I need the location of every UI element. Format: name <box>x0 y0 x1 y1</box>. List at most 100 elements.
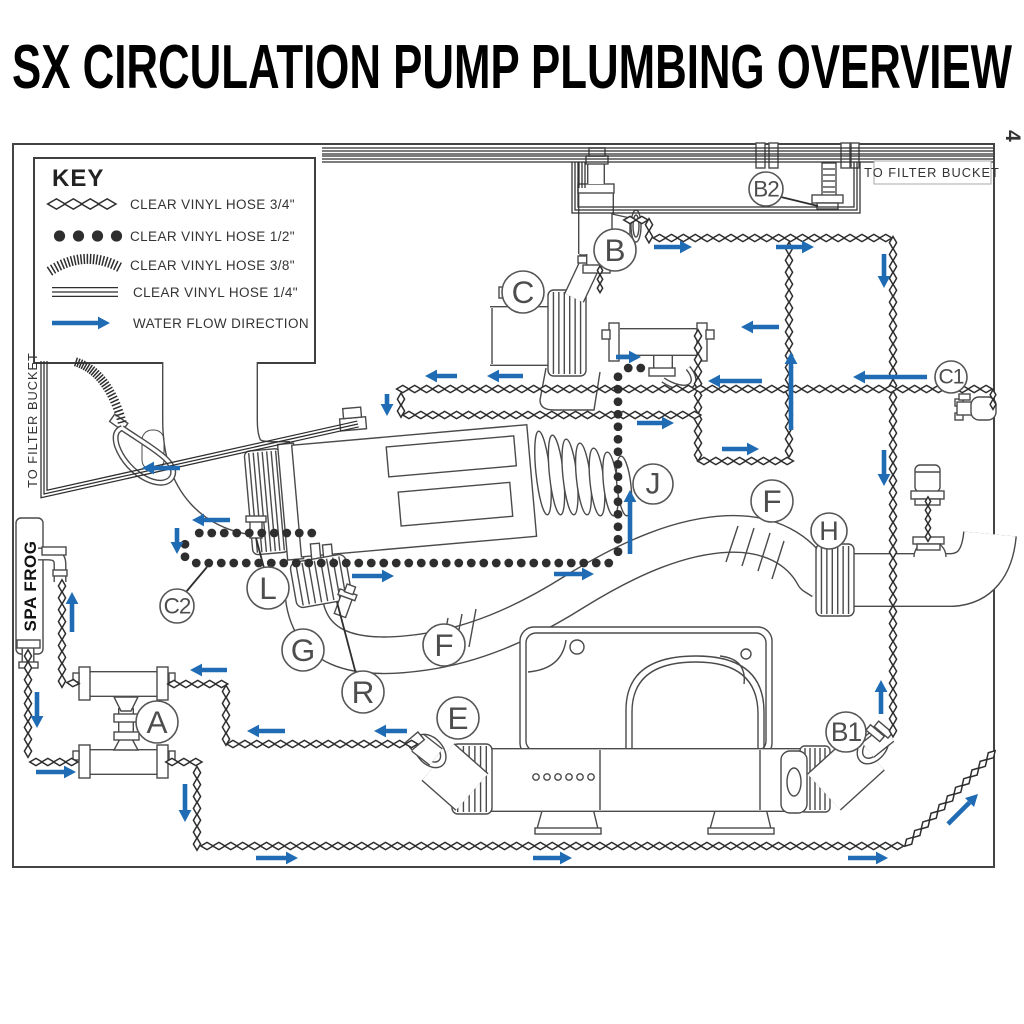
hose-diamond-segment <box>532 841 548 851</box>
hose-diamond-segment <box>779 456 795 466</box>
hose-diamond-segment <box>680 384 697 394</box>
hose-dot-segment <box>207 528 217 538</box>
hose-dot-segment <box>304 558 314 568</box>
component-label-C: C <box>501 270 545 314</box>
hose-hatch-tick <box>108 395 118 401</box>
hose-diamond-segment <box>190 679 206 689</box>
hose-diamond-segment <box>166 679 182 689</box>
hose-diamond-segment <box>888 520 898 537</box>
flow-arrow <box>946 800 972 826</box>
hose-diamond-segment <box>23 731 33 747</box>
hose-triple-line <box>40 361 359 499</box>
hose-diamond-segment <box>877 841 894 851</box>
pipe-fill <box>114 426 175 485</box>
hose-diamond-segment <box>888 639 898 656</box>
component-label-circle-F2 <box>422 623 466 667</box>
hose-diamond-segment <box>580 841 596 851</box>
hose-diamond-segment <box>871 384 887 394</box>
hose-diamond-segment <box>261 739 277 749</box>
component-part <box>970 396 997 421</box>
hose-diamond-segment <box>888 675 898 691</box>
hose-hatch-tick <box>117 420 127 424</box>
hose-dot-segment <box>204 558 214 568</box>
flow-arrow-head <box>64 765 76 779</box>
hose-dot-segment <box>636 363 646 373</box>
hose-diamond-segment <box>903 836 915 848</box>
hose-diamond-segment <box>693 340 703 356</box>
hose-diamond-segment <box>23 683 33 700</box>
hose-diamond-segment <box>639 410 655 420</box>
hose-diamond-segment <box>675 233 692 243</box>
hose-diamond-segment <box>888 413 898 429</box>
hose-diamond-segment <box>989 397 997 411</box>
hose-diamond-segment <box>380 739 396 749</box>
hose-diamond-segment <box>920 818 931 830</box>
hose-diamond-segment <box>211 841 227 851</box>
hose-diamond-segment <box>656 384 673 394</box>
hose-hatch-tick <box>78 359 84 369</box>
hose-diamond-segment <box>924 521 932 535</box>
hose-diamond-segment <box>883 384 899 394</box>
hose-diamond-segment <box>461 841 477 851</box>
hose-diamond-segment <box>79 198 101 210</box>
hose-diamond-segment <box>258 841 275 851</box>
hose-diamond-segment <box>888 330 898 346</box>
hose-hatch-tick <box>97 376 106 384</box>
hose-diamond-segment <box>924 495 932 508</box>
flow-arrow-head <box>170 542 184 554</box>
flow-arrow-head <box>680 240 692 254</box>
component-outline <box>539 367 601 411</box>
hose-diamond-segment <box>294 841 310 851</box>
hose-diamond-segment <box>454 384 470 394</box>
hose-diamond-segment <box>865 841 882 851</box>
flow-arrow-head <box>425 369 437 383</box>
component-detail <box>587 773 595 781</box>
hose-diamond-segment <box>830 841 846 851</box>
hose-diamond-segment <box>806 841 822 851</box>
hose-hatch-tick <box>102 383 112 390</box>
hose-diamond-segment <box>895 384 911 394</box>
union-nut-rib <box>261 451 272 552</box>
component-label-text-A: A <box>146 704 167 740</box>
hose-diamond-segment <box>57 673 67 689</box>
hose-diamond-segment <box>176 757 192 767</box>
hose-diamond-segment <box>675 841 691 851</box>
hose-hatch-tick <box>49 264 57 274</box>
hose-diamond-segment <box>878 233 894 243</box>
hose-dot-segment <box>613 434 623 444</box>
component-detail <box>576 773 584 781</box>
hose-diamond-segment <box>759 233 775 243</box>
hose-dot-segment <box>466 558 476 568</box>
hose-diamond-segment <box>484 841 501 851</box>
hose-diamond-segment <box>413 410 429 420</box>
hose-diamond-segment <box>888 270 898 287</box>
hose-diamond-segment <box>888 508 898 525</box>
hose-diamond-segment <box>723 841 739 851</box>
hose-hatch-tick <box>113 260 119 271</box>
component-part <box>577 183 615 194</box>
hose-diamond-segment <box>711 841 727 851</box>
hose-diamond-segment <box>23 648 33 664</box>
flow-arrow-head <box>964 794 978 808</box>
hose-diamond-segment <box>57 578 67 594</box>
hose-diamond-segment <box>192 800 202 817</box>
hose-hatch-tick <box>115 412 125 417</box>
hose-diamond-segment <box>985 749 997 761</box>
hose-diamond-segment <box>192 776 202 793</box>
hose-diamond-segment <box>514 384 530 394</box>
hose-diamond-segment <box>413 841 429 851</box>
component-label-text-B2: B2 <box>753 177 779 202</box>
hose-diamond-segment <box>888 568 898 584</box>
hose-dot-segment <box>219 528 229 538</box>
hose-diamond-segment <box>687 841 703 851</box>
component-label-text-E: E <box>447 700 468 736</box>
hose-diamond-segment <box>782 841 798 851</box>
hose-diamond-segment <box>484 410 500 420</box>
hose-diamond-segment <box>395 384 411 394</box>
hose-diamond-segment <box>490 384 506 394</box>
hose-diamond-segment <box>627 410 643 420</box>
hose-hatch-tick <box>101 255 106 266</box>
hose-diamond-segment <box>188 757 204 767</box>
